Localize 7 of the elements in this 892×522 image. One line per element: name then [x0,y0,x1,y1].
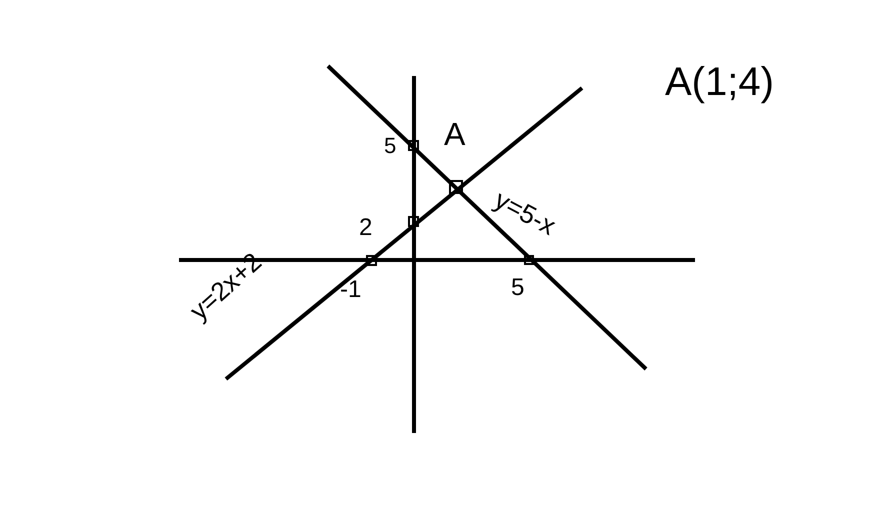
tick-label: 5 [384,135,396,157]
point-label: A [444,118,466,150]
line-equation: y=5-x [490,186,560,240]
point-coordinates: A(1;4) [665,62,774,102]
tick-label: 5 [511,276,524,300]
tick-label: -1 [340,278,362,302]
tick-label: 2 [359,216,372,240]
